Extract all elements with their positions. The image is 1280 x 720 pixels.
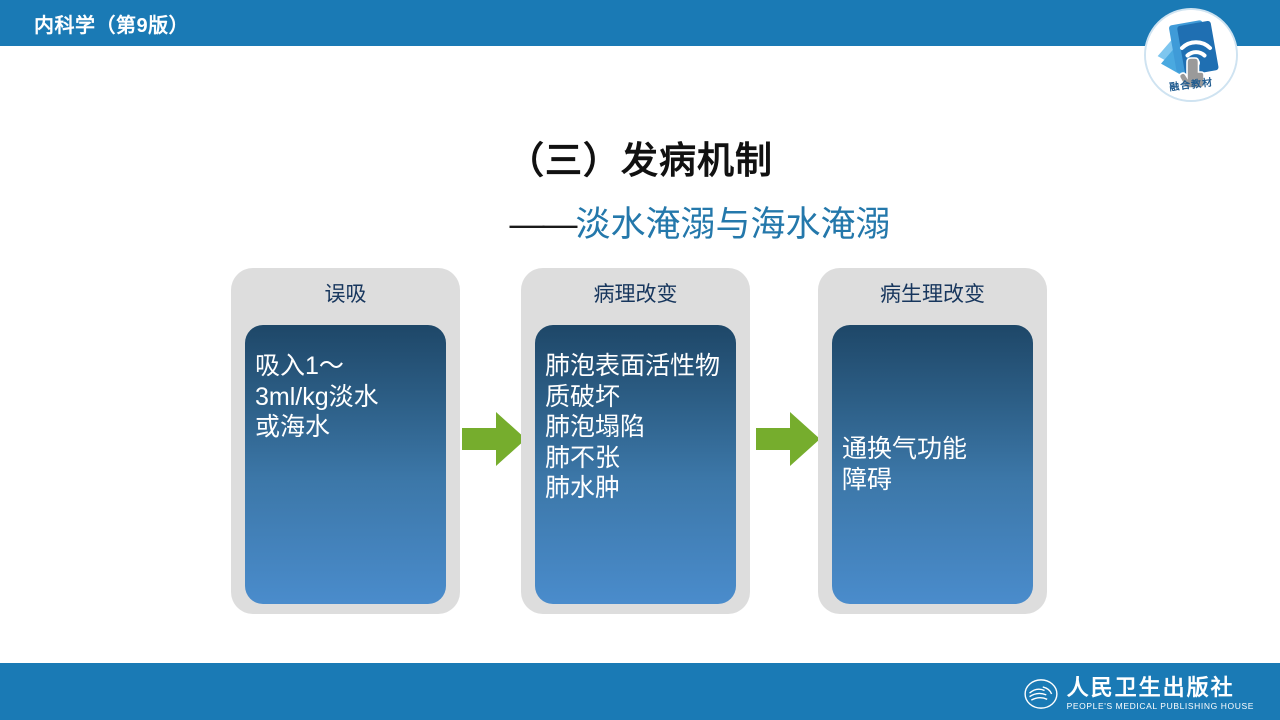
arrow-right-icon-1 [462, 412, 526, 466]
subtitle-dash: —— [509, 205, 577, 244]
flow-step-2-text: 肺泡表面活性物 质破坏 肺泡塌陷 肺不张 肺水肿 [545, 352, 721, 502]
flow-step-1-text: 吸入1～ 3ml/kg淡水 或海水 [255, 352, 379, 441]
book-title: 内科学（第9版） [34, 15, 190, 37]
page-subtitle: ——淡水淹溺与海水淹溺 [0, 196, 1280, 247]
publisher-logo: 人民卫生出版社 PEOPLE'S MEDICAL PUBLISHING HOUS… [1023, 676, 1254, 712]
header-bar [0, 0, 1280, 46]
page-title: （三）发病机制 [507, 140, 773, 181]
flow-step-3-text: 通换气功能 障碍 [842, 435, 968, 494]
hand-pointer-icon [1178, 57, 1205, 89]
flow-step-3-header: 病生理改变 [880, 283, 985, 306]
wifi-icon [1180, 40, 1212, 58]
book-cards-icon [1157, 20, 1219, 89]
flow-step-3-body: 通换气功能 障碍 [832, 325, 1033, 604]
publisher-emblem-icon [1024, 679, 1058, 709]
publisher-names: 人民卫生出版社 PEOPLE'S MEDICAL PUBLISHING HOUS… [1067, 677, 1254, 711]
flow-step-3: 病生理改变 通换气功能 障碍 [818, 268, 1047, 614]
publisher-name-cn: 人民卫生出版社 [1066, 675, 1235, 701]
flow-step-1: 误吸 吸入1～ 3ml/kg淡水 或海水 [231, 268, 460, 614]
flow-step-2-header: 病理改变 [593, 283, 678, 306]
flow-step-2: 病理改变 肺泡表面活性物 质破坏 肺泡塌陷 肺不张 肺水肿 [521, 268, 750, 614]
flow-step-1-header: 误吸 [324, 283, 367, 306]
publisher-name-en: PEOPLE'S MEDICAL PUBLISHING HOUSE [1066, 701, 1254, 712]
arrow-right-icon-2 [756, 412, 820, 466]
subtitle-text: 淡水淹溺与海水淹溺 [575, 205, 891, 244]
flow-step-1-body: 吸入1～ 3ml/kg淡水 或海水 [245, 325, 446, 604]
footer-bar [0, 663, 1280, 720]
fusion-textbook-badge: 融合教材 [1144, 8, 1238, 102]
flow-step-2-body: 肺泡表面活性物 质破坏 肺泡塌陷 肺不张 肺水肿 [535, 325, 736, 604]
